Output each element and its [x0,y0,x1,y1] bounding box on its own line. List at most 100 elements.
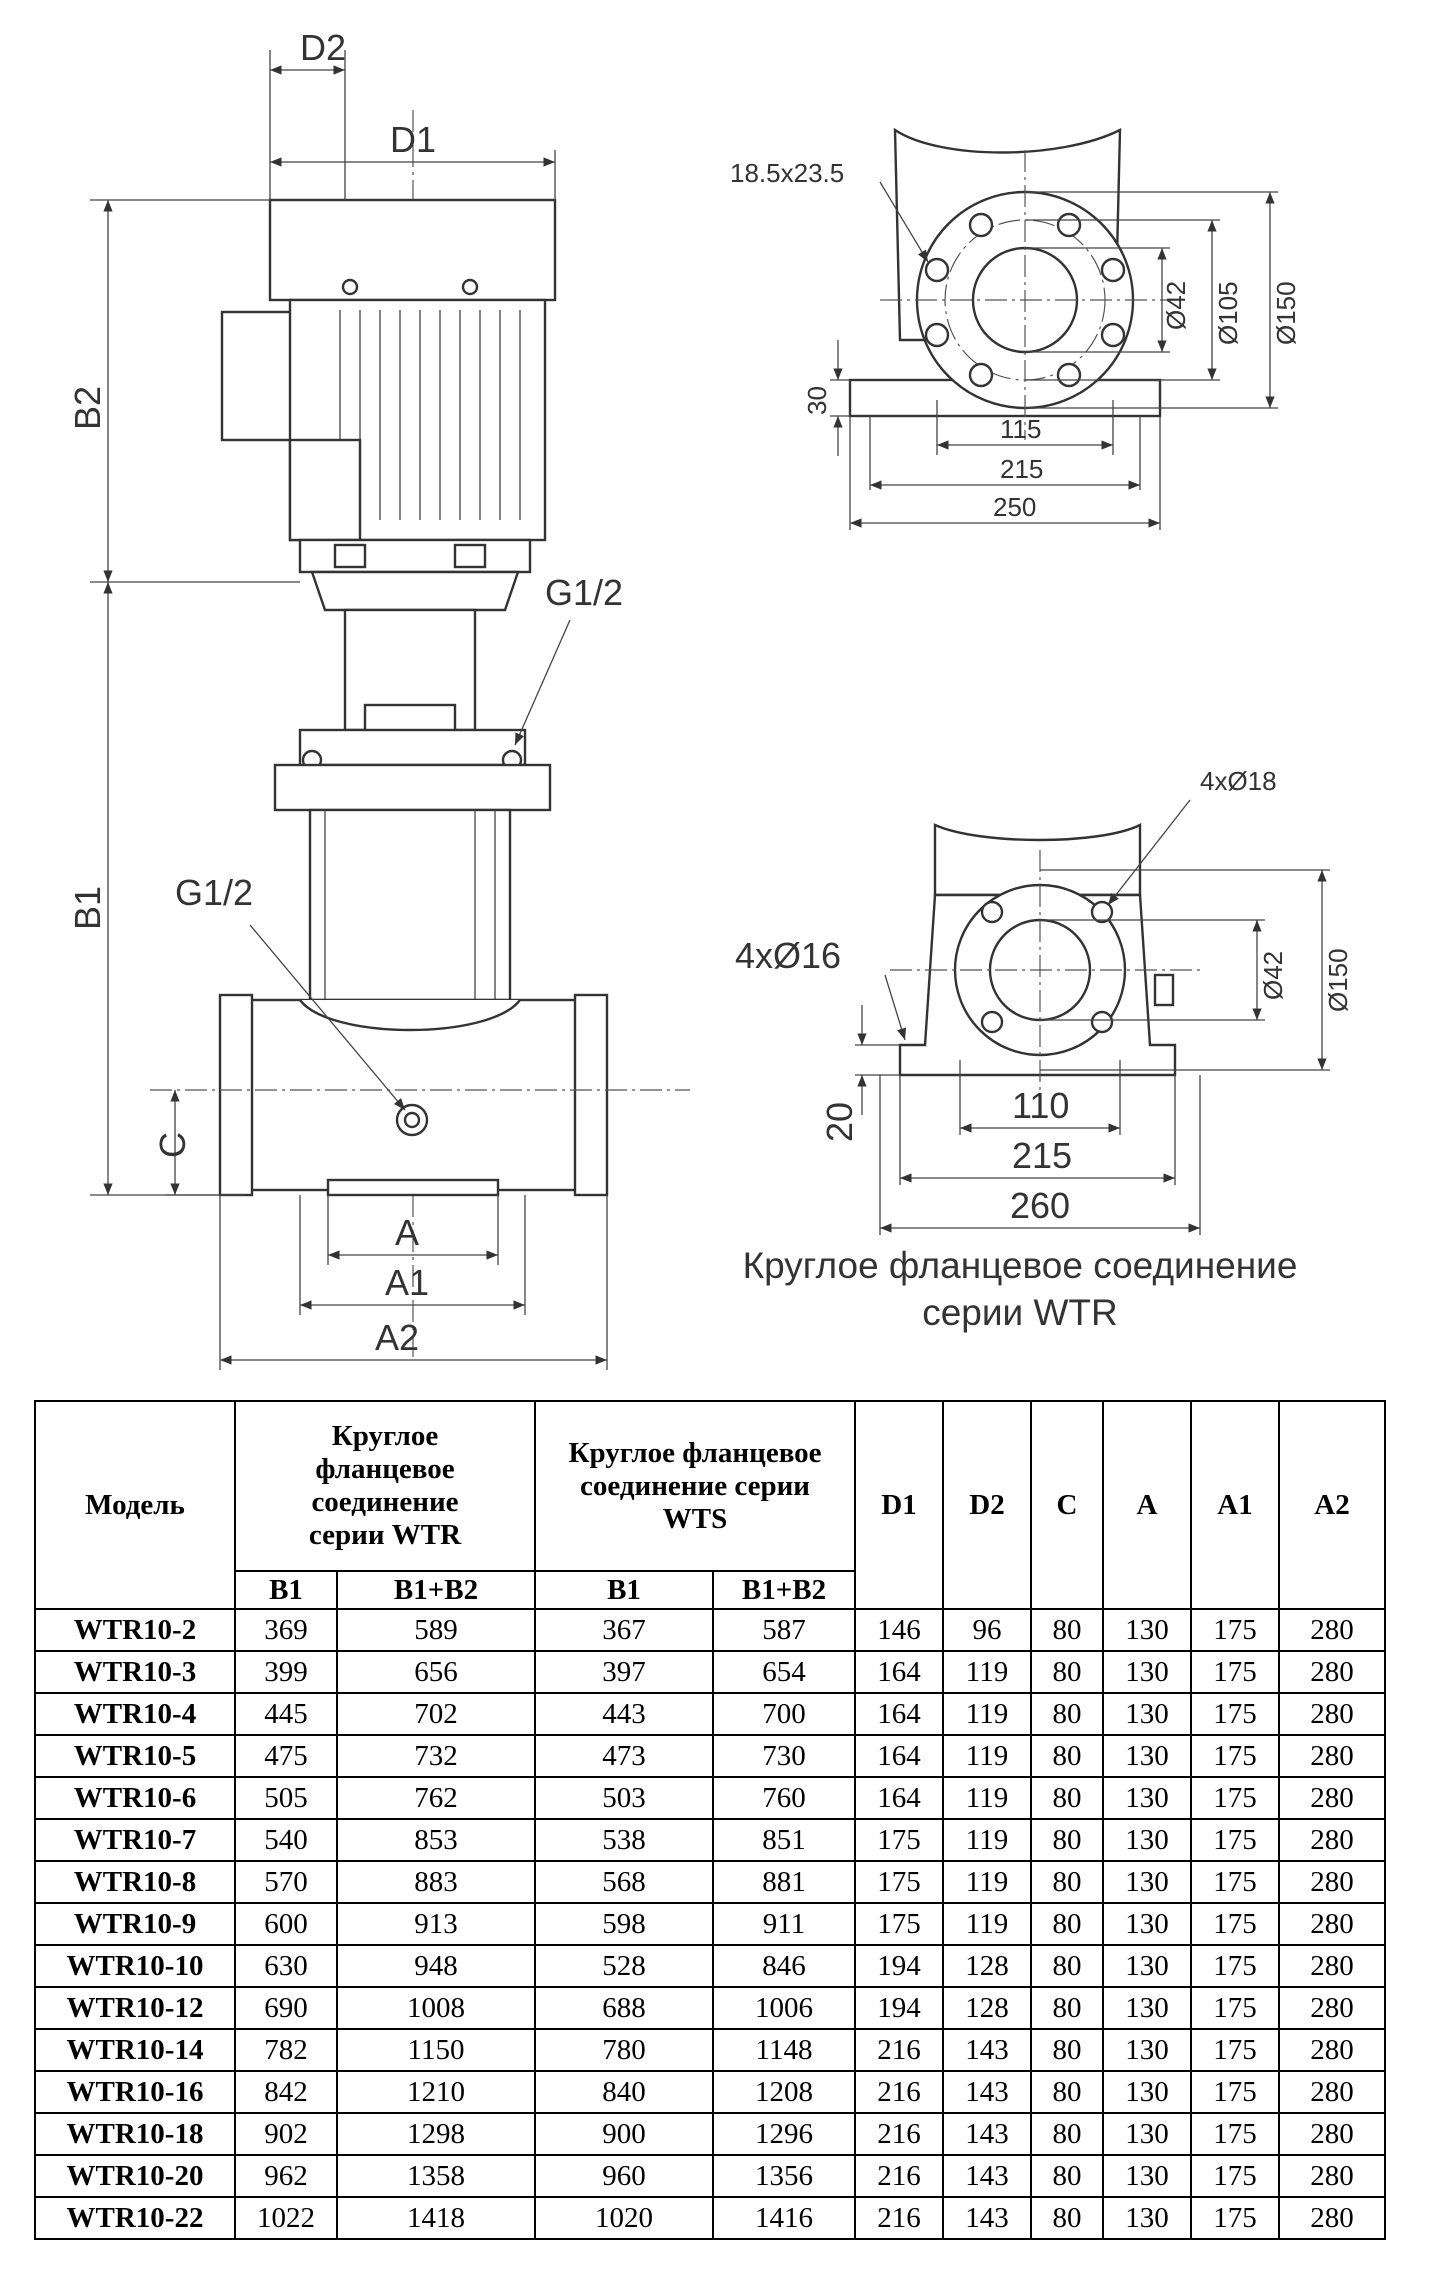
header-a1: A1 [1190,1400,1280,1610]
wtr-h30-label: 30 [802,386,832,415]
value-cell: 540 [234,1818,338,1862]
value-cell: 280 [1278,1608,1386,1652]
model-cell: WTR10-3 [34,1650,236,1694]
value-cell: 732 [336,1734,536,1778]
value-cell: 688 [534,1986,714,2030]
value-cell: 1210 [336,2070,536,2114]
label-d2: D2 [300,27,346,68]
value-cell: 1022 [234,2196,338,2240]
value-cell: 1356 [712,2154,856,2198]
value-cell: 216 [854,2028,944,2072]
wts-feet-label: 4xØ16 [735,935,841,976]
dimensions-table-container: Модель Круглое фланцевое соединение сери… [34,1400,1386,2240]
value-cell: 900 [534,2112,714,2156]
value-cell: 1298 [336,2112,536,2156]
value-cell: 128 [942,1986,1032,2030]
drawing-caption-line1: Круглое фланцевое соединение [742,1245,1298,1286]
technical-drawing: D2 D1 B2 B1 C A A1 A2 G1/2 G1/2 [67,27,1353,1370]
value-cell: 902 [234,2112,338,2156]
value-cell: 175 [1190,2196,1280,2240]
pump-side-view: D2 D1 B2 B1 C A A1 A2 G1/2 G1/2 [67,27,690,1370]
value-cell: 399 [234,1650,338,1694]
value-cell: 280 [1278,1692,1386,1736]
value-cell: 164 [854,1650,944,1694]
value-cell: 119 [942,1650,1032,1694]
label-g-bottom: G1/2 [175,872,253,913]
value-cell: 280 [1278,2196,1386,2240]
wtr-d105-label: Ø105 [1213,281,1243,345]
model-cell: WTR10-9 [34,1902,236,1946]
header-d2: D2 [942,1400,1032,1610]
value-cell: 587 [712,1608,856,1652]
value-cell: 175 [1190,1650,1280,1694]
label-c: C [152,1132,193,1158]
value-cell: 883 [336,1860,536,1904]
value-cell: 280 [1278,1986,1386,2030]
value-cell: 80 [1030,2154,1104,2198]
value-cell: 130 [1102,2070,1192,2114]
wtr-w250-label: 250 [993,492,1036,522]
value-cell: 175 [1190,1776,1280,1820]
value-cell: 194 [854,1986,944,2030]
model-cell: WTR10-6 [34,1776,236,1820]
value-cell: 130 [1102,1944,1192,1988]
value-cell: 175 [1190,2070,1280,2114]
model-cell: WTR10-10 [34,1944,236,1988]
header-group-wts: Круглое фланцевое соединение серии WTS [534,1400,856,1572]
value-cell: 119 [942,1692,1032,1736]
value-cell: 216 [854,2070,944,2114]
value-cell: 80 [1030,1986,1104,2030]
value-cell: 175 [1190,1944,1280,1988]
value-cell: 143 [942,2112,1032,2156]
value-cell: 1020 [534,2196,714,2240]
value-cell: 782 [234,2028,338,2072]
model-cell: WTR10-4 [34,1692,236,1736]
value-cell: 280 [1278,1776,1386,1820]
header-a: A [1102,1400,1192,1610]
value-cell: 146 [854,1608,944,1652]
value-cell: 690 [234,1986,338,2030]
value-cell: 760 [712,1776,856,1820]
value-cell: 1416 [712,2196,856,2240]
value-cell: 881 [712,1860,856,1904]
model-cell: WTR10-7 [34,1818,236,1862]
wts-holes-label: 4xØ18 [1200,766,1277,796]
label-a2: A2 [375,1317,419,1358]
wts-d42-label: Ø42 [1258,951,1288,1000]
value-cell: 80 [1030,2112,1104,2156]
label-b1: B1 [67,886,108,930]
model-cell: WTR10-8 [34,1860,236,1904]
model-cell: WTR10-5 [34,1734,236,1778]
value-cell: 130 [1102,1776,1192,1820]
value-cell: 216 [854,2112,944,2156]
value-cell: 175 [1190,1608,1280,1652]
value-cell: 1148 [712,2028,856,2072]
value-cell: 175 [1190,1860,1280,1904]
value-cell: 164 [854,1776,944,1820]
value-cell: 280 [1278,1860,1386,1904]
value-cell: 130 [1102,1734,1192,1778]
label-a: A [395,1212,419,1253]
value-cell: 700 [712,1692,856,1736]
value-cell: 528 [534,1944,714,1988]
dimensions-table: Модель Круглое фланцевое соединение сери… [34,1400,1386,2240]
value-cell: 119 [942,1776,1032,1820]
value-cell: 143 [942,2196,1032,2240]
value-cell: 175 [1190,1986,1280,2030]
value-cell: 143 [942,2028,1032,2072]
value-cell: 175 [854,1860,944,1904]
wts-w110-label: 110 [1012,1085,1069,1126]
value-cell: 143 [942,2070,1032,2114]
value-cell: 80 [1030,1692,1104,1736]
header-wtr-b1b2: B1+B2 [336,1570,536,1610]
label-g-top: G1/2 [545,572,623,613]
value-cell: 280 [1278,1818,1386,1862]
value-cell: 280 [1278,1650,1386,1694]
